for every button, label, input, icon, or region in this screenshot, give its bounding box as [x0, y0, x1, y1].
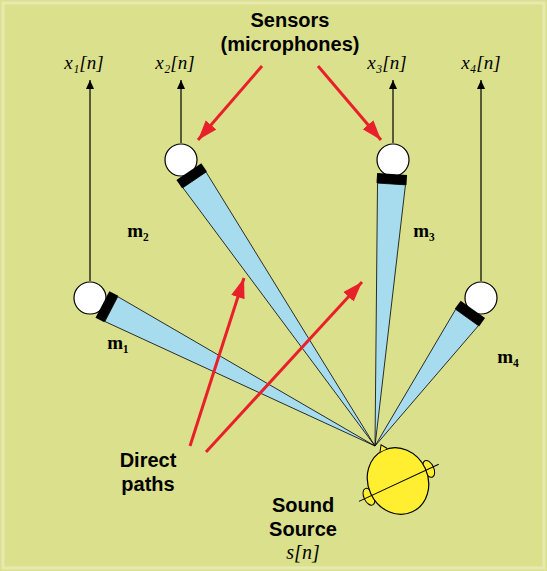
microphone-capsule — [176, 163, 206, 188]
beam — [183, 172, 375, 446]
mic-label: m₃ — [404, 220, 444, 243]
mic-label: m₁ — [98, 332, 138, 355]
microphone-capsule — [96, 291, 119, 322]
callout-heading: Sensors (microphones) — [200, 8, 380, 56]
red-pointers — [190, 66, 381, 452]
signal-name: x₃[n] — [357, 52, 417, 75]
signal-name: s[n] — [273, 540, 333, 564]
mic-label: m₂ — [118, 220, 158, 243]
signal-name: x₁[n] — [54, 52, 114, 75]
signal-name: x₂[n] — [145, 52, 205, 75]
head-icon — [341, 426, 452, 530]
beams — [105, 172, 479, 446]
callout-label: Direct paths — [93, 448, 203, 496]
beam — [105, 297, 375, 446]
beam — [375, 309, 478, 446]
signal-arrows — [90, 80, 481, 281]
signal-name: x₄[n] — [451, 52, 511, 75]
microphone-capsule — [455, 301, 485, 327]
source-label: Sound Source — [258, 493, 348, 541]
panel-border — [3, 3, 544, 568]
microphone-circle — [377, 144, 409, 176]
microphones — [74, 144, 497, 326]
mic-label: m₄ — [488, 346, 528, 369]
microphone-capsule — [377, 173, 408, 185]
